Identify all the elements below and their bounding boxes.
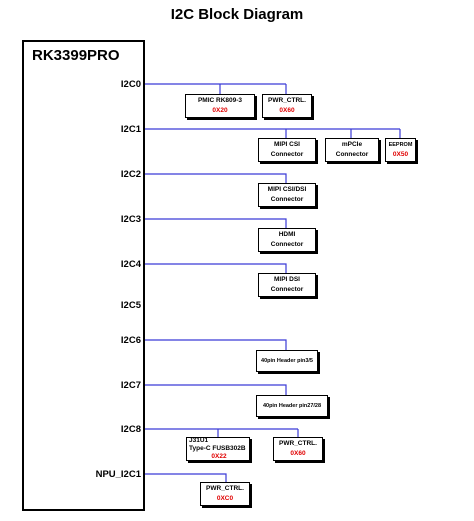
soc-label: RK3399PRO xyxy=(32,47,120,64)
device-pmic: PMIC RK809-3 0X20 xyxy=(185,94,255,118)
wire-i2c1 xyxy=(145,128,401,138)
wire-i2c2 xyxy=(145,173,287,183)
device-mpcie-type: Connector xyxy=(335,151,369,158)
device-pwr-ctrl-npu-address: 0XC0 xyxy=(216,495,234,502)
device-pwr-ctrl-i2c0: PWR_CTRL. 0X60 xyxy=(262,94,312,118)
device-hdmi-type: Connector xyxy=(270,241,304,248)
port-i2c2: I2C2 xyxy=(120,169,141,180)
device-pwr-ctrl-npu: PWR_CTRL. 0XC0 xyxy=(200,482,250,506)
port-npu-i2c1: NPU_I2C1 xyxy=(95,469,141,480)
device-fusb302b-ref: J31U1 xyxy=(189,437,209,444)
device-mipi-csi-dsi: MIPI CSI/DSI Connector xyxy=(258,183,316,207)
device-eeprom: EEPROM 0X50 xyxy=(385,138,416,162)
wire-i2c7 xyxy=(145,384,287,395)
port-i2c6: I2C6 xyxy=(120,335,141,346)
device-header-pin27-28-name: 40pin Header pin27/28 xyxy=(262,403,322,409)
device-fusb302b: J31U1 Type-C FUSB302B 0X22 xyxy=(186,437,250,461)
device-mipi-csi-name: MIPI CSI xyxy=(273,141,300,148)
device-header-pin27-28: 40pin Header pin27/28 xyxy=(256,395,328,417)
wire-i2c6 xyxy=(145,339,287,350)
port-i2c0: I2C0 xyxy=(120,79,141,90)
port-i2c1: I2C1 xyxy=(120,124,141,135)
device-pmic-address: 0X20 xyxy=(212,107,228,114)
device-pwr-ctrl-i2c8-address: 0X60 xyxy=(290,450,306,457)
device-mipi-csi-dsi-name: MIPI CSI/DSI xyxy=(267,186,307,193)
device-mipi-dsi-name: MIPI DSI xyxy=(273,276,300,283)
wire-i2c0 xyxy=(145,83,287,94)
port-i2c8: I2C8 xyxy=(120,424,141,435)
device-mpcie-name: mPCIe xyxy=(341,141,363,148)
device-eeprom-name: EEPROM xyxy=(388,142,413,148)
port-i2c4: I2C4 xyxy=(120,259,141,270)
device-header-pin3-5-name: 40pin Header pin3/5 xyxy=(261,358,313,364)
device-pwr-ctrl-i2c0-name: PWR_CTRL. xyxy=(268,97,306,104)
device-mipi-dsi-type: Connector xyxy=(270,286,304,293)
wire-i2c3 xyxy=(145,218,287,228)
wire-i2c8 xyxy=(145,428,299,437)
device-header-pin3-5: 40pin Header pin3/5 xyxy=(256,350,318,372)
device-pmic-name: PMIC RK809-3 xyxy=(197,97,243,104)
device-pwr-ctrl-npu-name: PWR_CTRL. xyxy=(206,485,244,492)
diagram-title: I2C Block Diagram xyxy=(170,6,304,23)
device-pwr-ctrl-i2c8: PWR_CTRL. 0X60 xyxy=(273,437,323,461)
device-fusb302b-name: Type-C FUSB302B xyxy=(189,445,246,452)
device-hdmi: HDMI Connector xyxy=(258,228,316,252)
device-mipi-dsi: MIPI DSI Connector xyxy=(258,273,316,297)
port-i2c7: I2C7 xyxy=(120,380,141,391)
device-fusb302b-address: 0X22 xyxy=(211,453,227,460)
port-i2c3: I2C3 xyxy=(120,214,141,225)
device-mipi-csi: MIPI CSI Connector xyxy=(258,138,316,162)
device-hdmi-name: HDMI xyxy=(278,231,296,238)
device-pwr-ctrl-i2c8-name: PWR_CTRL. xyxy=(279,440,317,447)
device-mpcie: mPCIe Connector xyxy=(325,138,379,162)
wire-i2c4 xyxy=(145,263,287,273)
device-mipi-csi-type: Connector xyxy=(270,151,304,158)
wire-npu-i2c1 xyxy=(145,473,227,482)
port-i2c5: I2C5 xyxy=(120,300,141,311)
device-eeprom-address: 0X50 xyxy=(392,151,409,158)
device-mipi-csi-dsi-type: Connector xyxy=(270,196,304,203)
device-pwr-ctrl-i2c0-address: 0X60 xyxy=(279,107,295,114)
soc-block xyxy=(22,40,145,511)
